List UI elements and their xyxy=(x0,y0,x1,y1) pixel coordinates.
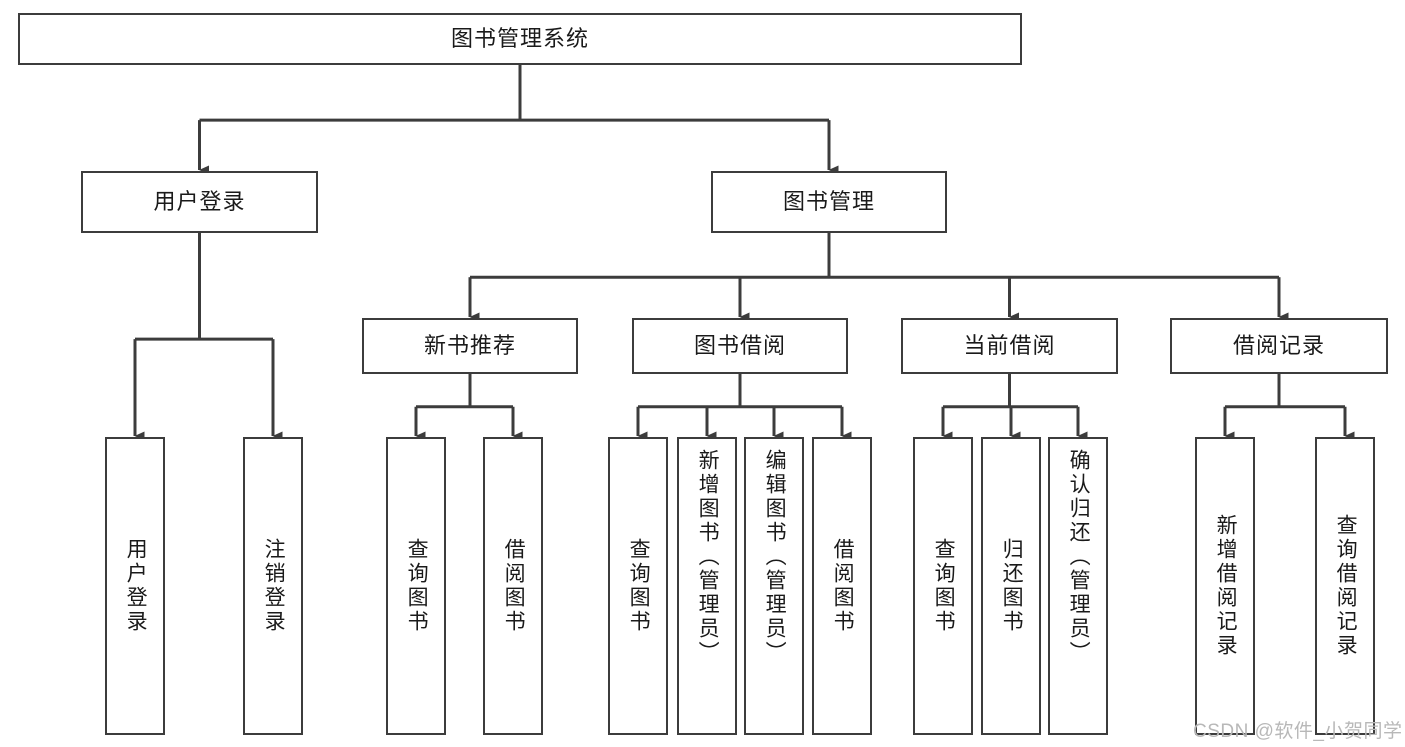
node-leaf-logout: 注销登录 xyxy=(243,437,303,735)
node-label-root: 图书管理系统 xyxy=(450,25,589,51)
node-root: 图书管理系统 xyxy=(18,13,1022,65)
node-label-leaf-borrow-book-2: 借阅图书 xyxy=(831,538,855,634)
node-label-book-manage: 图书管理 xyxy=(782,188,875,214)
node-leaf-query-book-3: 查询图书 xyxy=(913,437,973,735)
node-label-leaf-user-login: 用户登录 xyxy=(124,538,148,634)
node-book-manage: 图书管理 xyxy=(711,171,947,233)
node-leaf-query-book-1: 查询图书 xyxy=(386,437,446,735)
node-label-book-borrow: 图书借阅 xyxy=(693,332,786,358)
node-label-leaf-query-record: 查询借阅记录 xyxy=(1334,514,1358,658)
node-leaf-return-book: 归还图书 xyxy=(981,437,1041,735)
node-leaf-edit-book: 编辑图书（管理员） xyxy=(744,437,804,735)
node-label-new-book-rec: 新书推荐 xyxy=(423,332,516,358)
node-label-borrow-record: 借阅记录 xyxy=(1232,332,1325,358)
node-label-leaf-return-book: 归还图书 xyxy=(1000,538,1024,634)
node-current-borrow: 当前借阅 xyxy=(901,318,1118,374)
node-label-leaf-add-record: 新增借阅记录 xyxy=(1214,514,1238,658)
node-leaf-borrow-book-1: 借阅图书 xyxy=(483,437,543,735)
node-leaf-add-book: 新增图书（管理员） xyxy=(677,437,737,735)
node-borrow-record: 借阅记录 xyxy=(1170,318,1388,374)
node-label-leaf-borrow-book-1: 借阅图书 xyxy=(502,538,526,634)
node-label-leaf-logout: 注销登录 xyxy=(262,538,286,634)
node-label-leaf-confirm-return: 确认归还（管理员） xyxy=(1067,449,1091,665)
node-leaf-query-record: 查询借阅记录 xyxy=(1315,437,1375,735)
node-leaf-borrow-book-2: 借阅图书 xyxy=(812,437,872,735)
node-label-current-borrow: 当前借阅 xyxy=(963,332,1056,358)
node-label-leaf-query-book-3: 查询图书 xyxy=(932,538,956,634)
node-label-leaf-query-book-2: 查询图书 xyxy=(627,538,651,634)
node-label-leaf-query-book-1: 查询图书 xyxy=(405,538,429,634)
node-leaf-user-login: 用户登录 xyxy=(105,437,165,735)
node-label-user-login: 用户登录 xyxy=(153,188,246,214)
node-book-borrow: 图书借阅 xyxy=(632,318,848,374)
csdn-watermark: CSDN @软件_小贺同学 xyxy=(1193,721,1403,742)
node-label-leaf-edit-book: 编辑图书（管理员） xyxy=(763,449,787,665)
node-leaf-confirm-return: 确认归还（管理员） xyxy=(1048,437,1108,735)
node-new-book-rec: 新书推荐 xyxy=(362,318,578,374)
node-label-leaf-add-book: 新增图书（管理员） xyxy=(696,449,720,665)
node-leaf-add-record: 新增借阅记录 xyxy=(1195,437,1255,735)
node-user-login: 用户登录 xyxy=(81,171,318,233)
node-leaf-query-book-2: 查询图书 xyxy=(608,437,668,735)
